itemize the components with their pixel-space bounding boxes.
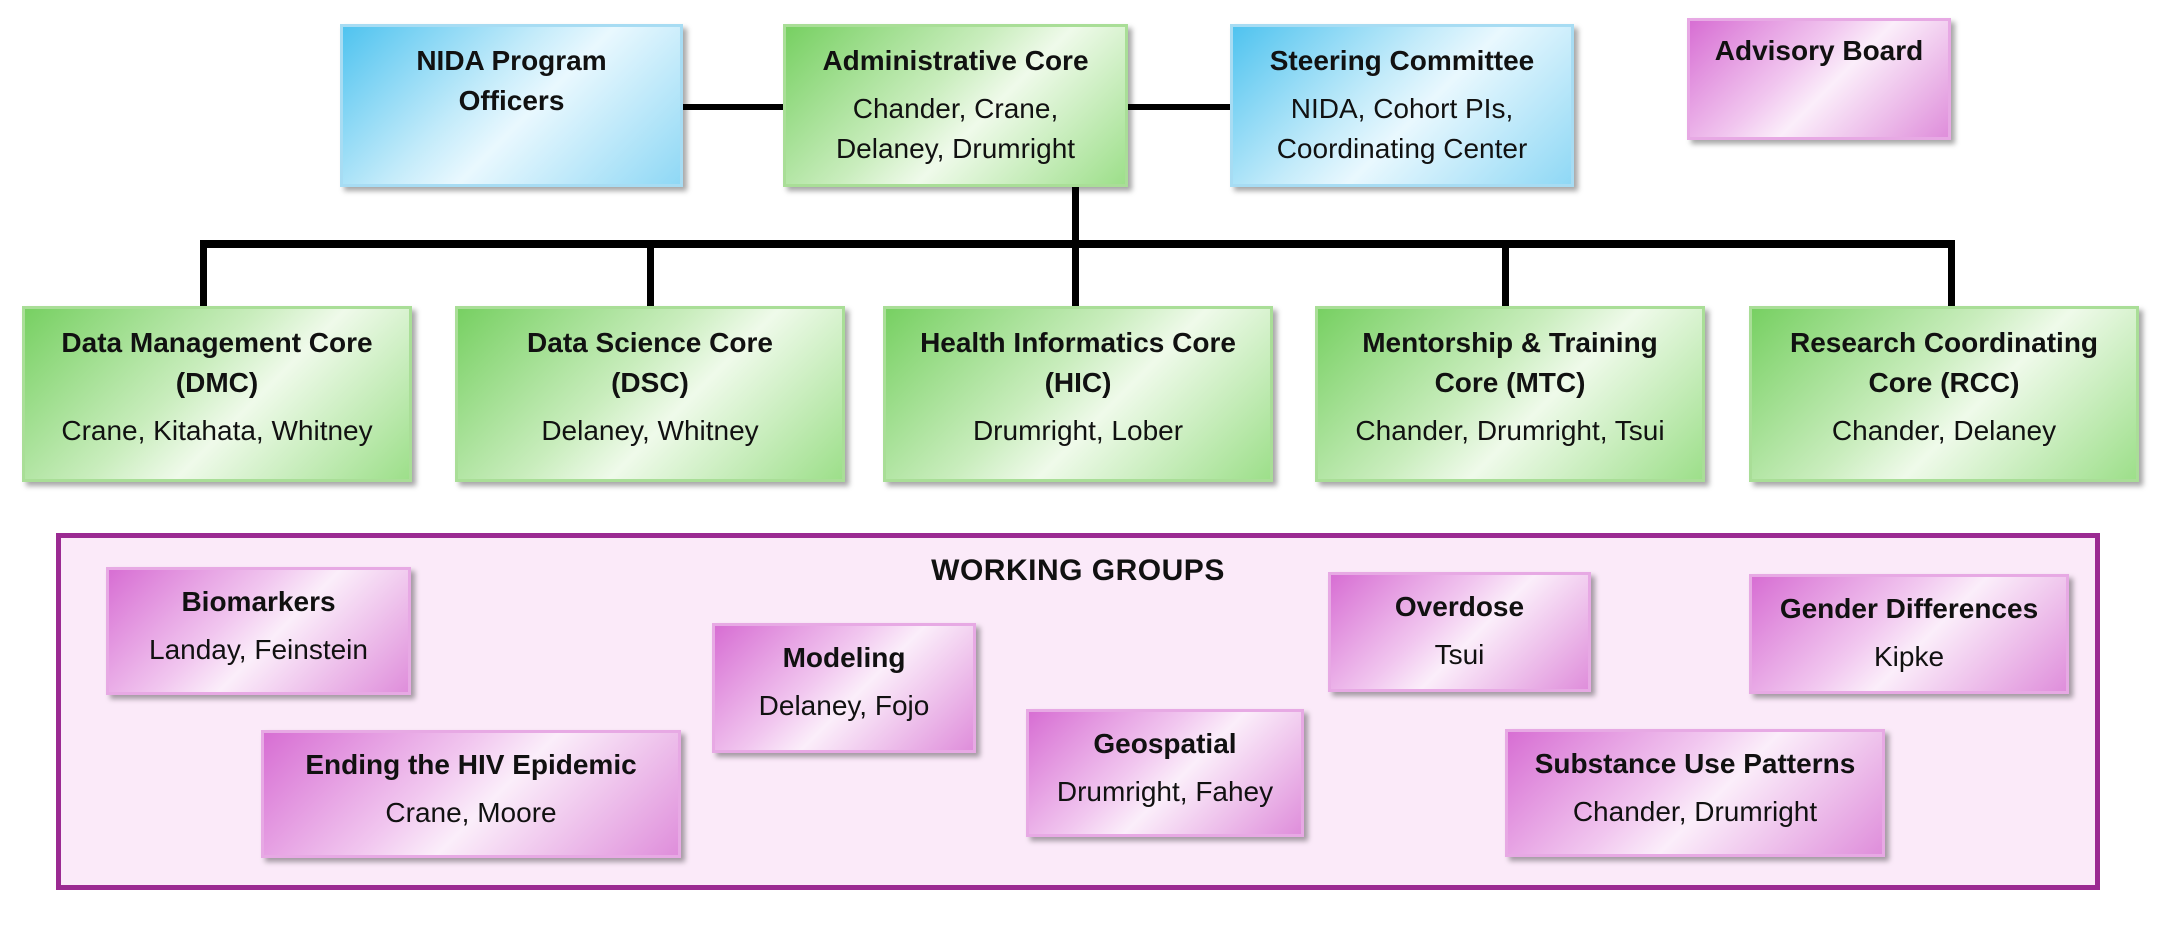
steering-members-line1: NIDA, Cohort PIs, xyxy=(1290,93,1514,124)
wg-title: Substance Use Patterns xyxy=(1534,748,1856,779)
core-box-mtc: Mentorship & Training Core (MTC) Chander… xyxy=(1315,306,1705,482)
wg-box-modeling: Modeling Delaney, Fojo xyxy=(712,623,976,753)
wg-title: Gender Differences xyxy=(1779,593,2039,624)
steering-members-line2: Coordinating Center xyxy=(1276,133,1528,164)
working-groups-title: WORKING GROUPS xyxy=(931,554,1225,587)
core-members: Chander, Delaney xyxy=(1831,415,2057,446)
core-title-line2: (HIC) xyxy=(1044,367,1112,398)
wg-box-substance-use-patterns: Substance Use Patterns Chander, Drumrigh… xyxy=(1505,729,1885,857)
steering-title: Steering Committee xyxy=(1269,45,1535,76)
connector-rcc xyxy=(1948,240,1955,308)
wg-title: Overdose xyxy=(1394,591,1525,622)
admin-members-line1: Chander, Crane, xyxy=(852,93,1059,124)
core-title-line2: Core (MTC) xyxy=(1434,367,1586,398)
wg-title: Biomarkers xyxy=(181,586,336,617)
connector-dmc xyxy=(200,240,207,308)
core-title-line1: Research Coordinating xyxy=(1789,327,2099,358)
wg-members: Tsui xyxy=(1434,639,1485,670)
admin-members-line2: Delaney, Drumright xyxy=(835,133,1076,164)
core-title-line2: (DMC) xyxy=(175,367,259,398)
core-title-line2: Core (RCC) xyxy=(1868,367,2020,398)
wg-box-overdose: Overdose Tsui xyxy=(1328,572,1591,692)
administrative-core-box: Administrative Core Chander, Crane, Dela… xyxy=(783,24,1128,187)
wg-members: Crane, Moore xyxy=(385,797,557,828)
core-members: Delaney, Whitney xyxy=(541,415,759,446)
wg-members: Delaney, Fojo xyxy=(758,690,930,721)
core-box-dsc: Data Science Core (DSC) Delaney, Whitney xyxy=(455,306,845,482)
admin-title: Administrative Core xyxy=(822,45,1089,76)
wg-box-gender-differences: Gender Differences Kipke xyxy=(1749,574,2069,694)
connector-horizontal-bus xyxy=(200,240,1955,248)
nida-title-line2: Officers xyxy=(458,85,565,116)
core-members: Chander, Drumright, Tsui xyxy=(1355,415,1665,446)
wg-box-biomarkers: Biomarkers Landay, Feinstein xyxy=(106,567,411,695)
steering-committee-box: Steering Committee NIDA, Cohort PIs, Coo… xyxy=(1230,24,1574,187)
connector-mtc xyxy=(1502,240,1509,308)
core-box-hic: Health Informatics Core (HIC) Drumright,… xyxy=(883,306,1273,482)
core-members: Drumright, Lober xyxy=(972,415,1184,446)
connector-nida-admin xyxy=(680,104,786,110)
wg-members: Kipke xyxy=(1873,641,1945,672)
wg-title: Ending the HIV Epidemic xyxy=(305,749,637,780)
wg-members: Drumright, Fahey xyxy=(1056,776,1274,807)
wg-title: Modeling xyxy=(782,642,906,673)
nida-title-line1: NIDA Program xyxy=(416,45,607,76)
core-title-line1: Data Management Core xyxy=(61,327,373,358)
advisory-board-box: Advisory Board xyxy=(1687,18,1951,140)
core-box-rcc: Research Coordinating Core (RCC) Chander… xyxy=(1749,306,2139,482)
wg-box-ending-hiv-epidemic: Ending the HIV Epidemic Crane, Moore xyxy=(261,730,681,858)
wg-members: Chander, Drumright xyxy=(1572,796,1818,827)
core-title-line2: (DSC) xyxy=(611,367,689,398)
advisory-title: Advisory Board xyxy=(1714,35,1924,66)
core-title-line1: Mentorship & Training xyxy=(1362,327,1658,358)
core-box-dmc: Data Management Core (DMC) Crane, Kitaha… xyxy=(22,306,412,482)
connector-dsc xyxy=(647,240,654,308)
nida-program-officers-box: NIDA Program Officers xyxy=(340,24,683,187)
wg-members: Landay, Feinstein xyxy=(149,634,368,665)
wg-title: Geospatial xyxy=(1093,728,1237,759)
wg-box-geospatial: Geospatial Drumright, Fahey xyxy=(1026,709,1304,837)
core-members: Crane, Kitahata, Whitney xyxy=(61,415,373,446)
core-title-line1: Data Science Core xyxy=(527,327,773,358)
connector-admin-steering xyxy=(1125,104,1233,110)
core-title-line1: Health Informatics Core xyxy=(920,327,1236,358)
